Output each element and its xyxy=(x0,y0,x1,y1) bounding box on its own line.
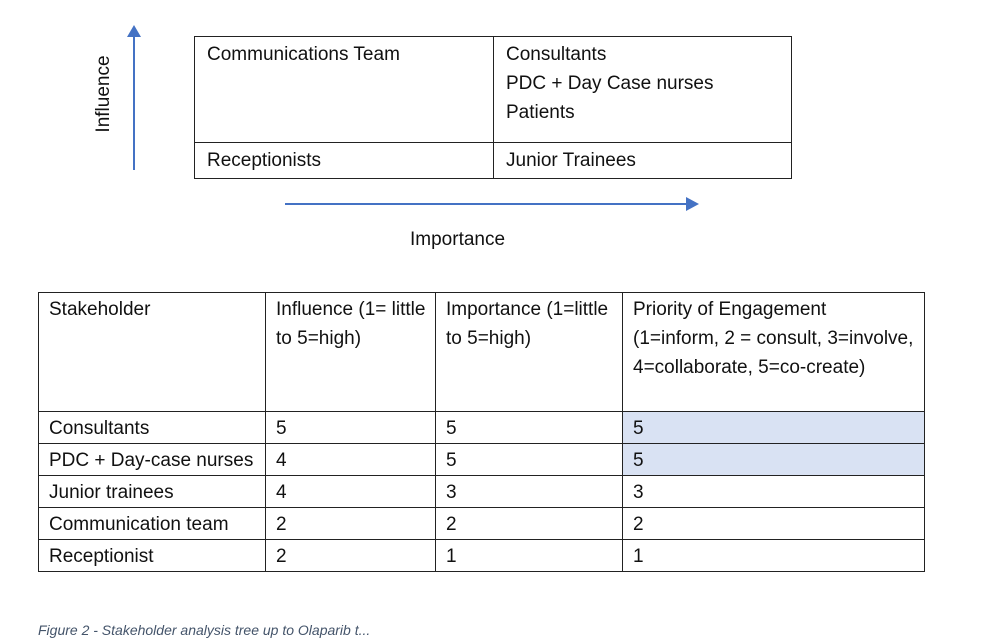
header-importance: Importance (1=little to 5=high) xyxy=(435,292,623,412)
cell-influence: 4 xyxy=(265,475,436,508)
importance-axis-line xyxy=(285,203,688,205)
matrix-item: Patients xyxy=(506,102,575,123)
cell-stakeholder: Junior trainees xyxy=(38,475,266,508)
importance-axis-label: Importance xyxy=(410,229,506,250)
arrow-right-icon xyxy=(686,197,699,211)
figure-caption: Figure 2 - Stakeholder analysis tree up … xyxy=(38,622,371,638)
cell-importance: 2 xyxy=(435,507,623,540)
stakeholder-table: Stakeholder Influence (1= little to 5=hi… xyxy=(38,292,925,572)
header-stakeholder: Stakeholder xyxy=(38,292,266,412)
cell-influence: 2 xyxy=(265,539,436,572)
cell-priority: 1 xyxy=(622,539,925,572)
header-priority: Priority of Engagement (1=inform, 2 = co… xyxy=(622,292,925,412)
cell-stakeholder: Receptionist xyxy=(38,539,266,572)
influence-axis-line xyxy=(133,36,135,170)
matrix-cell-low-influence-low-importance: Receptionists xyxy=(194,142,494,179)
cell-influence: 5 xyxy=(265,411,436,444)
table-row: Junior trainees 4 3 3 xyxy=(38,475,925,508)
cell-priority: 2 xyxy=(622,507,925,540)
matrix-item: PDC + Day Case nurses xyxy=(506,73,714,94)
cell-stakeholder: PDC + Day-case nurses xyxy=(38,443,266,476)
table-row: Receptionist 2 1 1 xyxy=(38,539,925,572)
cell-priority: 3 xyxy=(622,475,925,508)
cell-importance: 5 xyxy=(435,443,623,476)
matrix-cell-low-influence-high-importance: Junior Trainees xyxy=(493,142,792,179)
arrow-up-icon xyxy=(127,25,141,37)
cell-importance: 3 xyxy=(435,475,623,508)
cell-influence: 4 xyxy=(265,443,436,476)
matrix-item: Consultants xyxy=(506,44,607,65)
influence-importance-matrix: Communications Team Consultants PDC + Da… xyxy=(194,36,792,179)
table-row: PDC + Day-case nurses 4 5 5 xyxy=(38,443,925,476)
cell-priority: 5 xyxy=(622,411,925,444)
cell-priority: 5 xyxy=(622,443,925,476)
header-influence: Influence (1= little to 5=high) xyxy=(265,292,436,412)
matrix-cell-high-influence-high-importance: Consultants PDC + Day Case nurses Patien… xyxy=(493,36,792,143)
table-row: Consultants 5 5 5 xyxy=(38,411,925,444)
influence-axis-label: Influence xyxy=(93,55,114,133)
table-header-row: Stakeholder Influence (1= little to 5=hi… xyxy=(38,292,925,412)
matrix-item: Junior Trainees xyxy=(506,150,636,171)
table-row: Communication team 2 2 2 xyxy=(38,507,925,540)
matrix-cell-high-influence-low-importance: Communications Team xyxy=(194,36,494,143)
cell-influence: 2 xyxy=(265,507,436,540)
cell-stakeholder: Communication team xyxy=(38,507,266,540)
cell-stakeholder: Consultants xyxy=(38,411,266,444)
cell-importance: 1 xyxy=(435,539,623,572)
matrix-item: Communications Team xyxy=(207,44,400,65)
matrix-item: Receptionists xyxy=(207,150,322,171)
cell-importance: 5 xyxy=(435,411,623,444)
